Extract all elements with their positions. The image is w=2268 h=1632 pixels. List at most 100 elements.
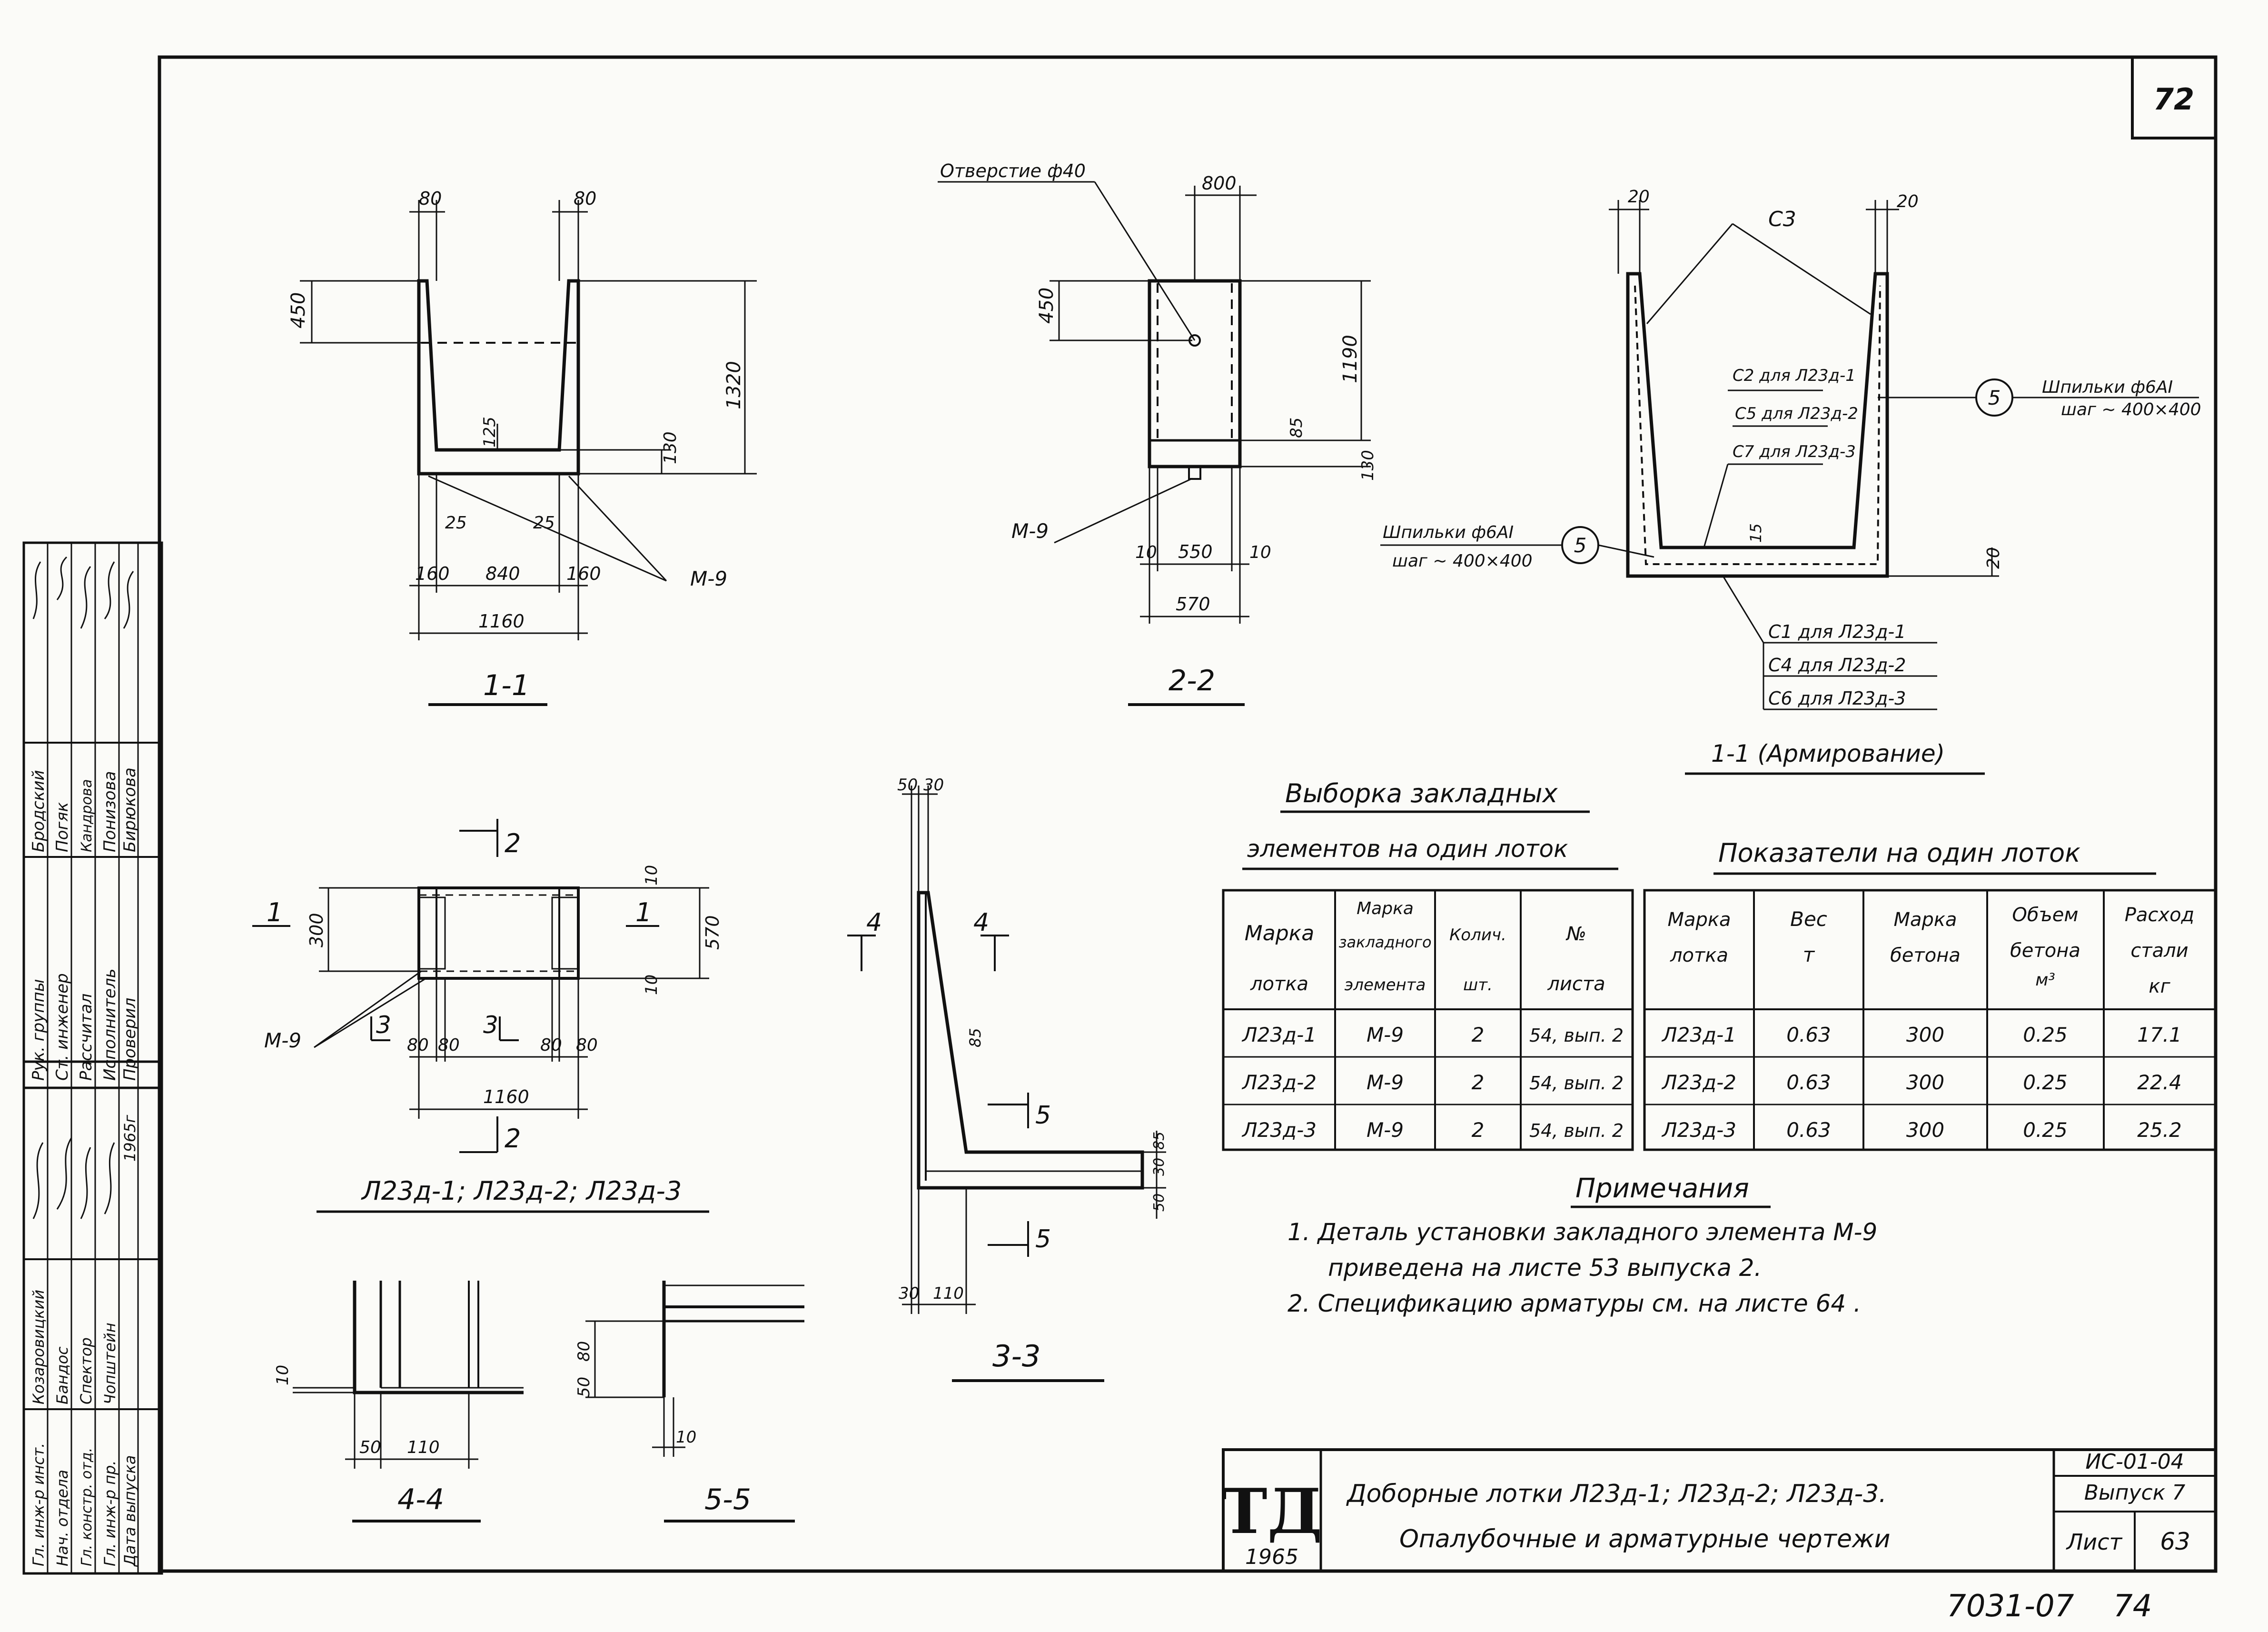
et-r3-c4: 54, вып. 2 xyxy=(1529,1120,1624,1141)
label-c4: С4 для Л23д-2 xyxy=(1768,655,1906,676)
stamp-lower-name-2: Бандос xyxy=(53,1346,71,1404)
et-h2-l2: закладного xyxy=(1338,933,1431,951)
it-h2-l1: Вес xyxy=(1790,907,1827,931)
stamp-lower-role-1: Гл. инж-р инст. xyxy=(30,1443,48,1566)
dim-20-left: 20 xyxy=(1628,187,1650,207)
et-h3-l2: шт. xyxy=(1463,975,1493,995)
cut-4-right: 4 xyxy=(973,908,989,937)
label-m9-plan: М-9 xyxy=(264,1029,301,1052)
title-2-2: 2-2 xyxy=(1169,664,1215,697)
indicators-table: Показатели на один лоток Марка лотка Вес… xyxy=(1643,838,2217,1151)
label-c7: С7 для Л23д-3 xyxy=(1733,442,1856,461)
stamp-name-5: Бирюкова xyxy=(120,767,139,852)
note-line-3: 2. Спецификацию арматуры см. на листе 64… xyxy=(1288,1290,1861,1317)
it-r3-c1: Л23д-3 xyxy=(1661,1118,1736,1142)
cut-3-right: 3 xyxy=(483,1011,498,1039)
pin-left-1: Шпильки ф6AI xyxy=(1383,523,1514,542)
dim-1190: 1190 xyxy=(1339,335,1361,383)
it-r2-c2: 0.63 xyxy=(1786,1071,1831,1094)
it-r2-c5: 22.4 xyxy=(2137,1071,2182,1094)
stamp-lower-name-1: Козаровицкий xyxy=(30,1290,48,1404)
dim-130: 130 xyxy=(1358,450,1377,481)
logo-td: ТД xyxy=(1221,1475,1322,1548)
et-h2-l1: Марка xyxy=(1357,899,1414,918)
dim-right-85: 85 xyxy=(1151,1132,1168,1150)
dim-300: 300 xyxy=(306,913,327,947)
notes: Примечания 1. Деталь установки закладног… xyxy=(1288,1173,1877,1317)
dim-20-bottom: 20 xyxy=(1984,547,2003,569)
view-2-2: Отверстие ф40 800 450 1190 130 85 М-9 10… xyxy=(938,160,1377,706)
stamp-name-3: Кандрова xyxy=(79,779,95,852)
dim-125: 125 xyxy=(480,417,499,448)
et-r1-c4: 54, вып. 2 xyxy=(1529,1025,1624,1046)
embedded-table-title-1: Выборка закладных xyxy=(1285,778,1558,808)
dim-20-right: 20 xyxy=(1897,192,1919,211)
dim-50-v55: 50 xyxy=(574,1377,594,1397)
corner-number: 72 xyxy=(2153,82,2194,117)
label-m9: М-9 xyxy=(690,567,727,590)
view-reinforcement: 20 20 20 15 С3 С2 для Л23д-1 С5 для Л23д… xyxy=(1380,187,2201,775)
it-r1-c4: 0.25 xyxy=(2023,1023,2068,1046)
note-line-2: приведена на листе 53 выпуска 2. xyxy=(1328,1254,1762,1282)
view-4-4: 10 50 110 4-4 xyxy=(273,1281,524,1523)
stamp-lower-role-5: Дата выпуска xyxy=(121,1455,139,1567)
title-5-5: 5-5 xyxy=(704,1483,751,1516)
view-3-3: 50 30 4 4 5 5 85 85 30 50 30 110 3-3 xyxy=(847,776,1168,1382)
stamp-lower-role-2: Нач. отдела xyxy=(53,1470,71,1566)
stamp-role-1: Рук. группы xyxy=(29,979,48,1081)
view-5-5: 50 80 10 5-5 xyxy=(574,1281,804,1523)
dim-10-v55: 10 xyxy=(676,1428,696,1447)
it-r2-c1: Л23д-2 xyxy=(1661,1071,1736,1094)
dim-570: 570 xyxy=(1176,594,1210,615)
corner-box xyxy=(2131,56,2217,139)
it-h4-l1: Объем xyxy=(2012,904,2078,926)
dim-right-50: 50 xyxy=(1151,1194,1168,1212)
stamp-name-4: Понизова xyxy=(100,771,119,852)
sheet-frame xyxy=(158,55,2218,1573)
dim-80-3: 80 xyxy=(540,1035,562,1055)
et-r1-c1: Л23д-1 xyxy=(1241,1023,1317,1046)
dim-1160-plan: 1160 xyxy=(483,1086,529,1107)
it-r2-c3: 300 xyxy=(1906,1071,1944,1094)
stamp-role-2: Ст. инженер xyxy=(53,973,72,1081)
note-line-1: 1. Деталь установки закладного элемента … xyxy=(1288,1218,1877,1246)
sheet-label: Лист xyxy=(2066,1529,2123,1555)
cut-5-bottom: 5 xyxy=(1035,1225,1051,1254)
stamp-role-5: Проверил xyxy=(120,998,139,1081)
et-r2-c2: М-9 xyxy=(1367,1071,1404,1094)
dim-10-v44: 10 xyxy=(273,1365,292,1385)
dim-800: 800 xyxy=(1202,173,1237,194)
dim-1160: 1160 xyxy=(478,611,525,632)
it-r1-c2: 0.63 xyxy=(1786,1023,1831,1046)
cut-2-bottom: 2 xyxy=(505,1124,521,1154)
dim-top-left: 80 xyxy=(419,188,442,209)
view-1-1: 450 1320 130 125 80 80 25 25 160 840 160… xyxy=(287,188,757,706)
dim-840: 840 xyxy=(485,563,520,584)
dim-right-30: 30 xyxy=(1151,1158,1168,1176)
dim-160-left: 160 xyxy=(415,563,450,584)
dim-130: 130 xyxy=(661,431,680,464)
dim-30-bottom: 30 xyxy=(899,1284,919,1303)
pin-right-2: шаг ~ 400×400 xyxy=(2061,400,2201,419)
label-c5: С5 для Л23д-2 xyxy=(1735,404,1858,423)
dim-550: 550 xyxy=(1178,541,1213,562)
it-r3-c3: 300 xyxy=(1906,1118,1944,1142)
title-3-3: 3-3 xyxy=(992,1339,1040,1373)
dim-80-4: 80 xyxy=(576,1035,598,1055)
it-h4-l2: бетона xyxy=(2010,940,2080,962)
logo-year: 1965 xyxy=(1245,1545,1298,1569)
cut-2-top: 2 xyxy=(505,828,521,858)
it-h2-l2: т xyxy=(1803,943,1815,966)
et-r2-c3: 2 xyxy=(1472,1071,1485,1094)
it-r3-c5: 25.2 xyxy=(2137,1118,2182,1142)
embedded-table-title-2: элементов на один лоток xyxy=(1247,835,1568,863)
stamp-lower-role-3: Гл. констр. отд. xyxy=(79,1448,95,1566)
pos-5-right-label: 5 xyxy=(1988,386,2001,409)
cut-1-right: 1 xyxy=(635,897,652,927)
et-h1-l1: Марка xyxy=(1245,921,1314,945)
it-h5-l3: кг xyxy=(2149,975,2170,997)
dim-110-bottom: 110 xyxy=(933,1284,964,1303)
trough-outline xyxy=(417,279,580,476)
it-h3-l1: Марка xyxy=(1893,909,1957,931)
drawing-code: ИС-01-04 xyxy=(2085,1450,2184,1474)
